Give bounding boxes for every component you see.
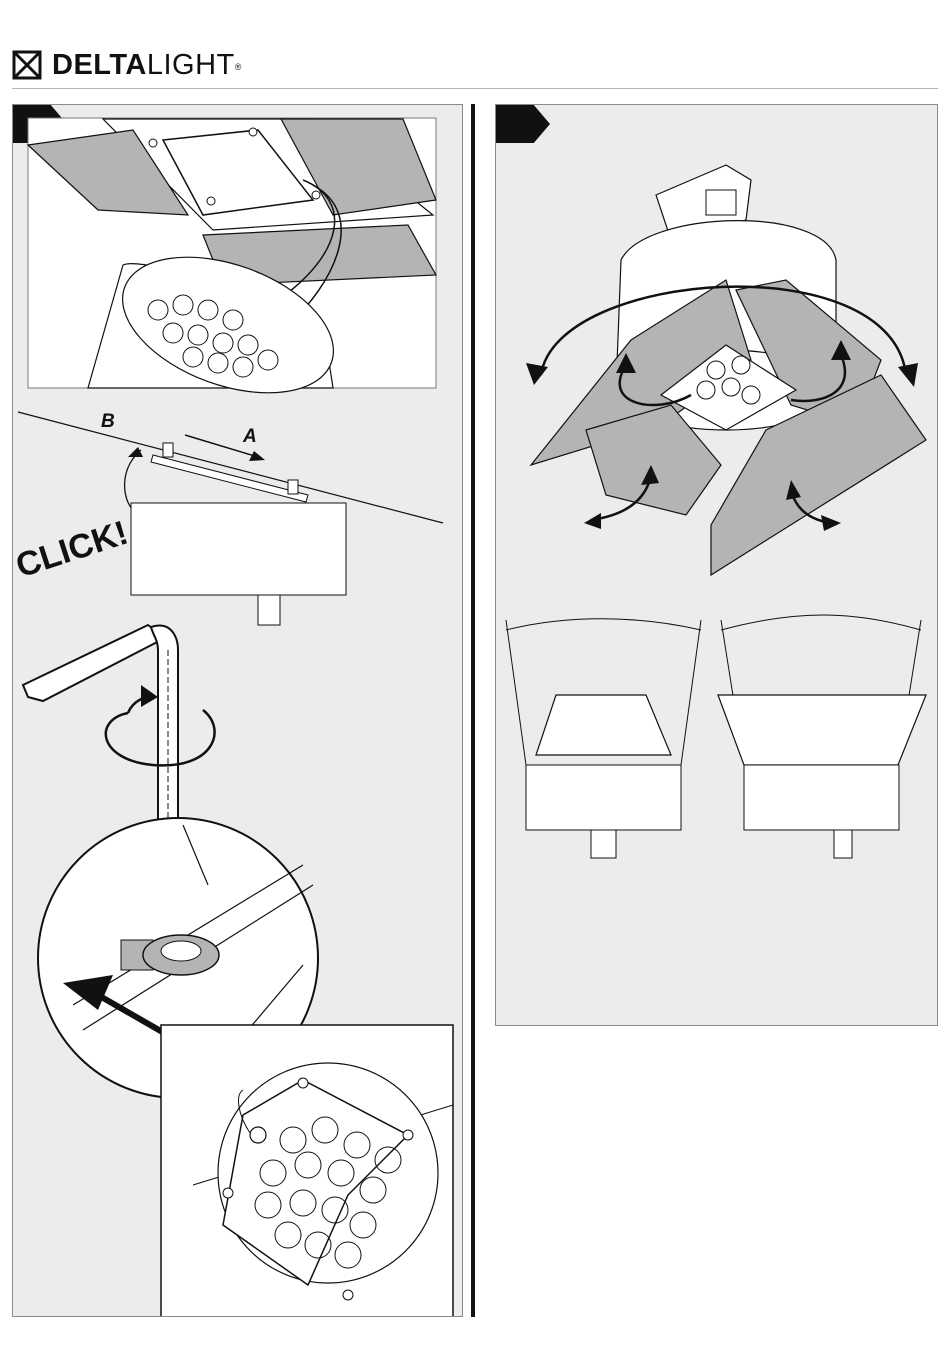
header-divider — [12, 88, 938, 89]
luminaire-housing-side — [131, 503, 346, 595]
label-a: A — [242, 426, 257, 447]
label-b: B — [101, 411, 115, 432]
step-panel-left: B A CLICK! — [12, 104, 463, 1317]
assembly-illustration-left: B A CLICK! — [13, 105, 463, 1317]
flap-angle-diagram-narrow — [506, 619, 701, 858]
brand-name-light: LIGHT — [147, 49, 235, 81]
step-panel-right — [495, 104, 938, 1026]
push-arrow-icon — [249, 451, 265, 461]
deltalight-logo-icon — [12, 50, 42, 80]
click-label: CLICK! — [13, 514, 133, 586]
brand-name-bold: DELTA — [52, 49, 147, 81]
page-header: DELTALIGHT® — [12, 48, 938, 82]
registered-mark: ® — [235, 62, 242, 72]
adjustment-illustration-right — [496, 105, 938, 1026]
flap-angle-diagram-wide — [718, 615, 926, 858]
column-divider — [471, 104, 475, 1317]
brand-wordmark: DELTALIGHT® — [52, 48, 242, 82]
